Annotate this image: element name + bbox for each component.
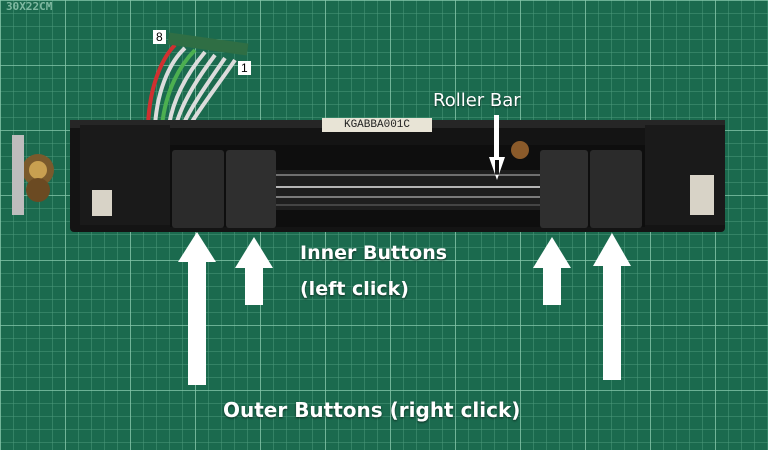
mat-print-text: 30X22CM xyxy=(6,0,53,13)
trackbar-housing xyxy=(12,120,725,232)
inner-buttons-label: Inner Buttons xyxy=(300,242,448,264)
pin-8-label: 8 xyxy=(153,30,166,44)
inner-buttons-sublabel: (left click) xyxy=(300,278,409,300)
roller-bar-label: Roller Bar xyxy=(433,90,521,111)
outer-buttons-label: Outer Buttons (right click) xyxy=(223,398,521,422)
pin-1-label: 1 xyxy=(238,61,251,75)
ribbon-cable xyxy=(146,32,249,127)
annotation-arrows xyxy=(178,115,631,385)
part-code-sticker: KGABBA001C xyxy=(322,118,432,132)
